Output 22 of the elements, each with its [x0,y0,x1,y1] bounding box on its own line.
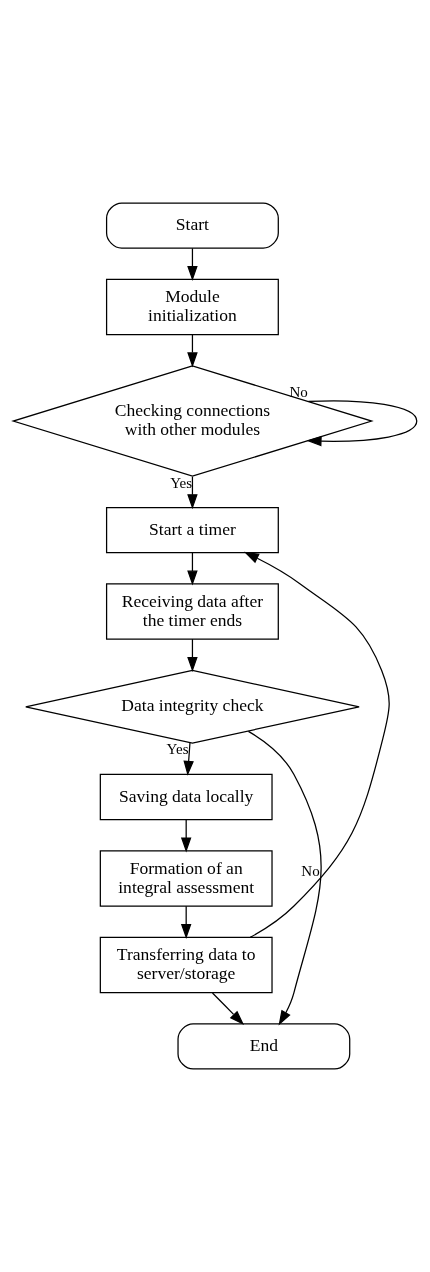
arrow [183,742,194,776]
node-box: Module initialization [105,278,279,336]
edge-label: No [301,862,320,879]
arrow [211,992,245,1026]
node-box: Transferring data to server/storage [99,936,273,994]
arrow [243,551,390,938]
node-box: Start a timer [105,506,279,554]
arrow [187,552,198,586]
node-box: Saving data locally [99,773,273,821]
node-box: Formation of an integral assessment [99,850,273,907]
node-box: Receiving data after the timer ends [105,583,279,640]
arrow [180,819,192,853]
arrow [187,247,198,282]
node-diamond: Data integrity check [25,669,360,744]
edge-label: Yes [166,741,189,758]
arrow [306,400,418,447]
arrow [247,730,322,1026]
node-box: Start [105,202,279,249]
node-box: End [177,1023,351,1070]
edge-label: Yes [170,474,193,491]
arrow [187,638,198,673]
edge-label: No [289,384,308,401]
